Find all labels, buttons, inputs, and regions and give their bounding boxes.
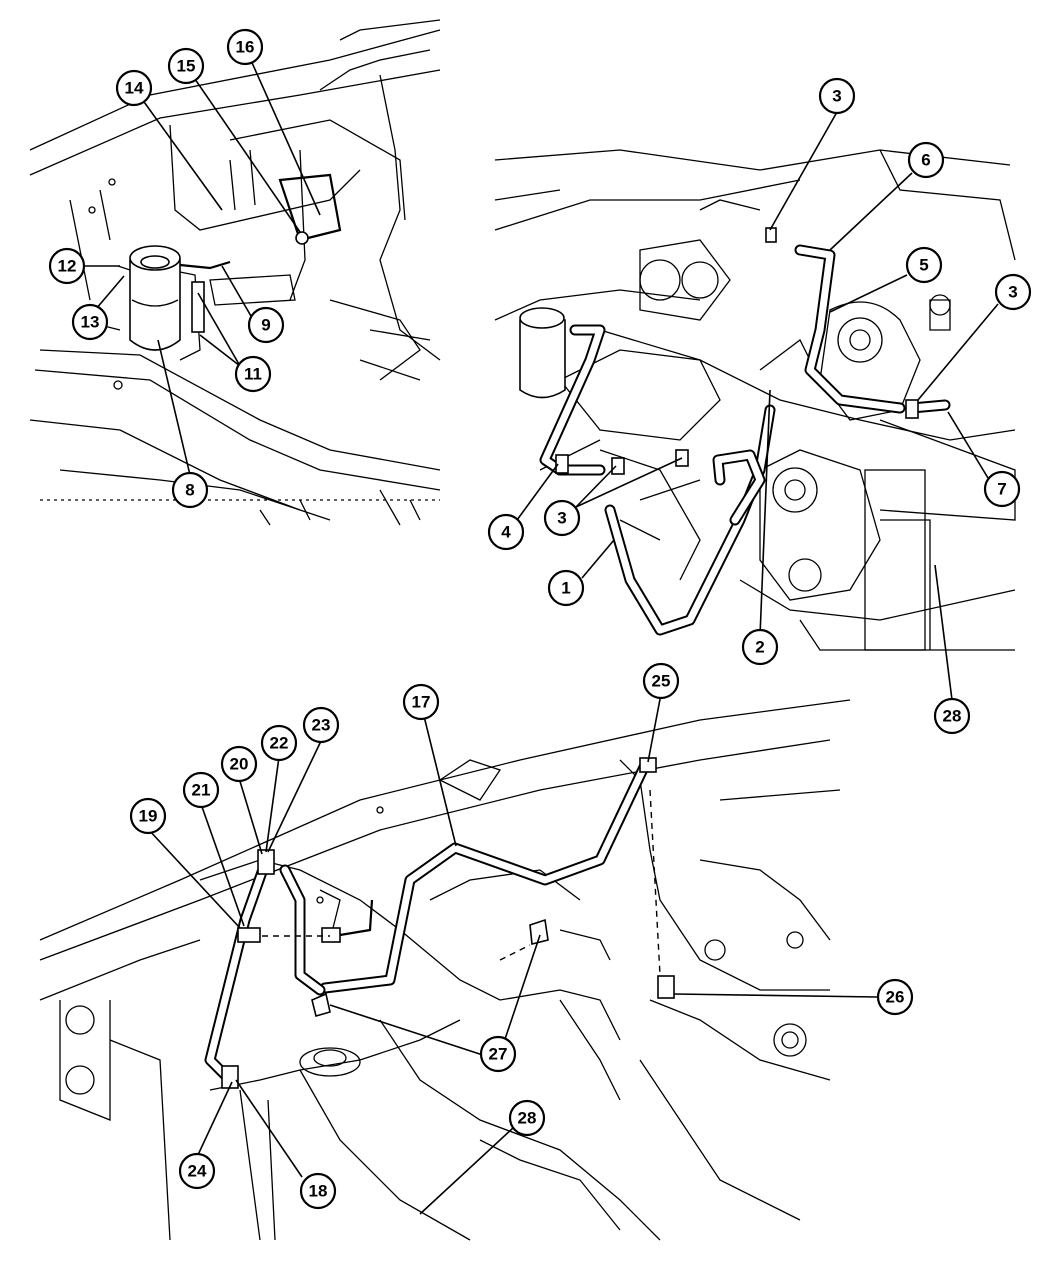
svg-text:3: 3 (1008, 283, 1017, 302)
callout-28-bottom: 28 (508, 1099, 546, 1137)
callout-21: 21 (182, 771, 220, 809)
ac-long-liquid-line (319, 759, 651, 994)
callout-14: 14 (115, 69, 153, 107)
ac-front-line (204, 864, 326, 1086)
svg-text:28: 28 (518, 1109, 537, 1128)
svg-text:27: 27 (489, 1045, 508, 1064)
callout-26: 26 (876, 978, 914, 1016)
svg-text:1: 1 (561, 579, 570, 598)
callout-19: 19 (129, 797, 167, 835)
callout-28-top: 28 (933, 697, 971, 735)
callout-3-top: 3 (818, 77, 856, 115)
svg-text:17: 17 (412, 693, 431, 712)
svg-text:20: 20 (230, 755, 249, 774)
svg-text:5: 5 (919, 256, 928, 275)
callout-3-mid: 3 (543, 499, 581, 537)
panel-underhood-routing (39, 699, 851, 1241)
callout-7: 7 (983, 470, 1021, 508)
svg-text:16: 16 (236, 38, 255, 57)
callout-9: 9 (247, 306, 285, 344)
svg-text:21: 21 (192, 781, 211, 800)
svg-text:8: 8 (185, 481, 194, 500)
svg-text:3: 3 (832, 87, 841, 106)
svg-text:25: 25 (652, 672, 671, 691)
svg-text:9: 9 (261, 316, 270, 335)
callout-4: 4 (487, 513, 525, 551)
svg-text:3: 3 (557, 509, 566, 528)
callout-5: 5 (905, 246, 943, 284)
svg-text:7: 7 (997, 480, 1006, 499)
callout-24: 24 (178, 1152, 216, 1190)
callout-3-right: 3 (994, 273, 1032, 311)
svg-text:2: 2 (755, 638, 764, 657)
callout-12: 12 (48, 247, 86, 285)
callout-2: 2 (741, 628, 779, 666)
callout-11: 11 (234, 355, 272, 393)
callout-6: 6 (907, 141, 945, 179)
svg-text:26: 26 (886, 988, 905, 1007)
svg-text:14: 14 (125, 79, 144, 98)
callout-22: 22 (260, 724, 298, 762)
callout-20: 20 (220, 745, 258, 783)
ac-liquid-line (712, 449, 766, 526)
svg-text:6: 6 (921, 151, 930, 170)
svg-text:24: 24 (188, 1162, 207, 1181)
ac-suction-hose (604, 404, 776, 636)
panel-drier-mounting (29, 19, 441, 526)
svg-text:23: 23 (312, 716, 331, 735)
callout-25: 25 (642, 662, 680, 700)
ac-suction-line (794, 244, 906, 414)
svg-text:12: 12 (58, 257, 77, 276)
callout-18: 18 (299, 1172, 337, 1210)
panel-engine-compartment (494, 149, 1016, 651)
svg-text:28: 28 (943, 707, 962, 726)
svg-text:22: 22 (270, 734, 289, 753)
svg-text:13: 13 (81, 313, 100, 332)
callout-1: 1 (547, 569, 585, 607)
svg-text:19: 19 (139, 807, 158, 826)
svg-text:15: 15 (177, 57, 196, 76)
callout-13: 13 (71, 303, 109, 341)
callout-23: 23 (302, 706, 340, 744)
svg-text:4: 4 (501, 523, 511, 542)
receiver-drier-view2 (519, 307, 566, 399)
callout-15: 15 (167, 47, 205, 85)
callout-8: 8 (171, 471, 209, 509)
callout-17: 17 (402, 683, 440, 721)
svg-text:18: 18 (309, 1182, 328, 1201)
leader-lines (84, 46, 999, 1215)
svg-text:11: 11 (244, 365, 262, 384)
receiver-drier (117, 245, 231, 351)
callout-16: 16 (226, 28, 264, 66)
callout-27: 27 (479, 1035, 517, 1073)
